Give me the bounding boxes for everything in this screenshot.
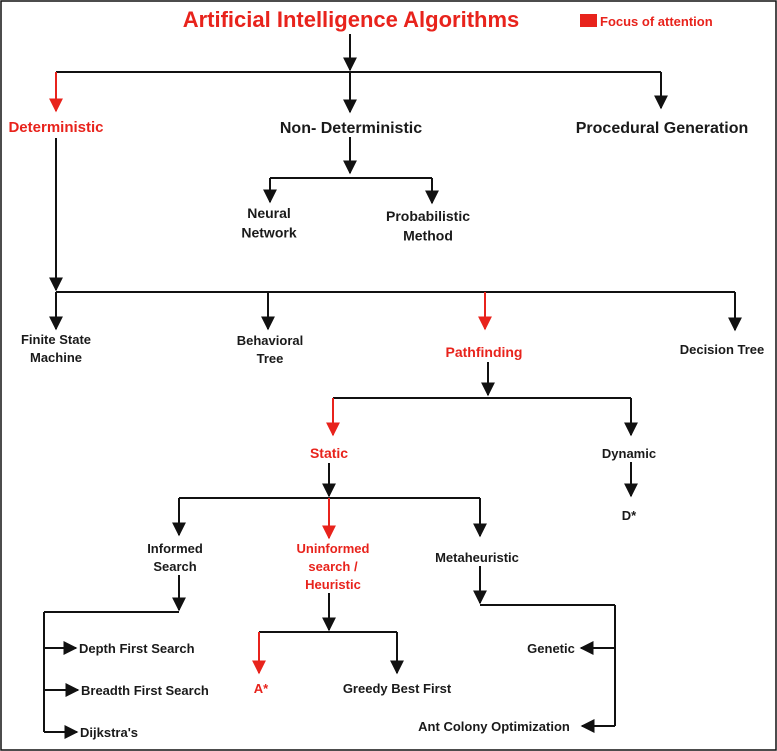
node-label-line: Decision Tree [680, 342, 765, 357]
node-ant-colony-optimization: Ant Colony Optimization [418, 719, 570, 734]
node-label-line: Search [153, 559, 196, 574]
node-label-line: Depth First Search [79, 641, 195, 656]
node-labels: Deterministic Non- Deterministic Procedu… [8, 119, 764, 740]
node-non-deterministic: Non- Deterministic [280, 120, 422, 137]
node-greedy-best-first: Greedy Best First [343, 681, 452, 696]
node-label-line: Deterministic [8, 119, 103, 136]
node-depth-first-search: Depth First Search [79, 641, 195, 656]
node-dynamic: Dynamic [602, 446, 656, 461]
node-label-line: Neural [247, 205, 291, 221]
node-label-line: Metaheuristic [435, 550, 519, 565]
node-breadth-first-search: Breadth First Search [81, 683, 209, 698]
focus-connectors [49, 72, 492, 675]
node-label-line: D* [622, 508, 637, 523]
node-a-star: A* [254, 681, 269, 696]
node-label-line: Dynamic [602, 446, 656, 461]
node-pathfinding: Pathfinding [446, 344, 523, 360]
node-label-line: Non- Deterministic [280, 120, 422, 137]
node-label-line: Ant Colony Optimization [418, 719, 570, 734]
node-label-line: Breadth First Search [81, 683, 209, 698]
node-label-line: Method [403, 227, 453, 243]
node-label-line: Tree [257, 351, 284, 366]
node-label-line: Network [241, 224, 296, 240]
connectors [43, 34, 742, 739]
node-dijkstras: Dijkstra's [80, 725, 138, 740]
node-label-line: A* [254, 681, 269, 696]
node-metaheuristic: Metaheuristic [435, 550, 519, 565]
node-label-line: Dijkstra's [80, 725, 138, 740]
node-label-line: Behavioral [237, 333, 303, 348]
node-label-line: search / [308, 559, 358, 574]
node-label-line: Pathfinding [446, 344, 523, 360]
node-procedural-generation: Procedural Generation [576, 120, 749, 137]
node-static: Static [310, 445, 348, 461]
node-label-line: Machine [30, 350, 82, 365]
node-genetic: Genetic [527, 641, 575, 656]
node-label-line: Greedy Best First [343, 681, 452, 696]
node-uninformed-search: Uninformed search / Heuristic [297, 541, 370, 592]
node-deterministic: Deterministic [8, 119, 103, 136]
diagram-title: Artificial Intelligence Algorithms [183, 7, 520, 32]
node-label-line: Uninformed [297, 541, 370, 556]
node-d-star: D* [622, 508, 637, 523]
legend-swatch [580, 14, 597, 27]
node-label-line: Heuristic [305, 577, 361, 592]
node-label-line: Static [310, 445, 348, 461]
node-decision-tree: Decision Tree [680, 342, 765, 357]
node-label-line: Genetic [527, 641, 575, 656]
node-label-line: Procedural Generation [576, 120, 749, 137]
legend-label: Focus of attention [600, 14, 713, 29]
node-label-line: Probabilistic [386, 208, 470, 224]
node-label-line: Informed [147, 541, 203, 556]
node-label-line: Finite State [21, 332, 91, 347]
